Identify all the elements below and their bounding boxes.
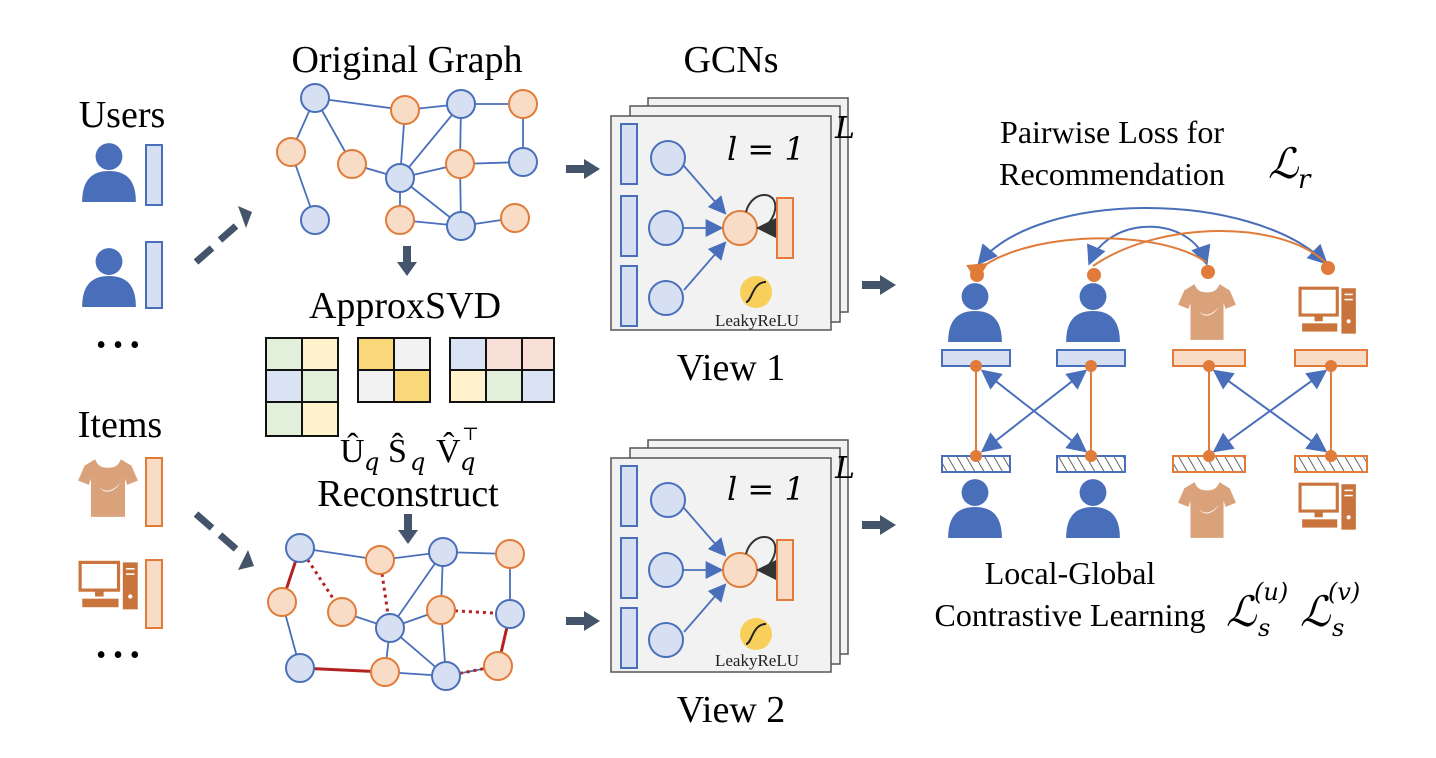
- svd-v-label: V̂ q ⊤: [436, 424, 479, 476]
- tshirt-icon: [78, 459, 138, 517]
- pairwise-loss-line1: Pairwise Loss for: [1000, 114, 1224, 150]
- sigmoid-icon: [740, 618, 772, 650]
- view1-label: View 1: [677, 347, 786, 389]
- view2-label: View 2: [677, 689, 786, 731]
- svd-s-label: Ŝ q: [388, 432, 425, 476]
- items-ellipsis: • • •: [96, 640, 139, 671]
- sigmoid-icon: [740, 276, 772, 308]
- gcn-input-bars-2: [620, 465, 638, 669]
- computer-icon: [1298, 482, 1358, 532]
- gcn-output-bar-2: [776, 539, 794, 601]
- self-loop-1: [745, 194, 777, 238]
- reconstruct-title: Reconstruct: [317, 473, 499, 515]
- embedding-dots: [970, 360, 1337, 462]
- approxsvd-title: ApproxSVD: [309, 285, 501, 327]
- arrow-view1-to-loss: [862, 275, 896, 295]
- user-icon: [1066, 479, 1120, 538]
- user-icon: [948, 479, 1002, 538]
- reconstructed-graph-nodes: [267, 533, 525, 691]
- local-embeddings: [941, 455, 1368, 473]
- users-ellipsis: • • •: [96, 330, 139, 361]
- svg-text:s: s: [1332, 614, 1344, 642]
- loss-su-symbol: ℒ s (u): [1226, 578, 1288, 642]
- svg-text:q: q: [410, 448, 425, 476]
- svg-text:q: q: [460, 448, 475, 476]
- layer-count-label-2: L: [834, 451, 855, 486]
- layer-index-label-1: l = 1: [727, 130, 805, 168]
- contrastive-cross-arrows: [980, 369, 1328, 453]
- user-embedding-bar: [145, 241, 163, 309]
- contrastive-line2: Contrastive Learning: [934, 597, 1205, 633]
- global-embeddings: [941, 349, 1368, 367]
- gcn-output-bar-1: [776, 197, 794, 259]
- svg-text:⊤: ⊤: [462, 424, 479, 444]
- arrow-to-view1: [566, 159, 600, 179]
- tshirt-icon: [1178, 284, 1236, 340]
- vertical-links: [975, 366, 1332, 456]
- layer-count-label-1: L: [834, 111, 855, 146]
- computer-icon: [1298, 286, 1358, 336]
- svg-text:ℒ: ℒ: [1300, 587, 1331, 636]
- svg-text:r: r: [1298, 165, 1312, 195]
- original-graph-title: Original Graph: [291, 39, 522, 81]
- contrastive-line1: Local-Global: [985, 555, 1156, 591]
- self-loop-2: [745, 536, 777, 580]
- user-embedding-bar: [145, 144, 163, 206]
- pairwise-loss-line2: Recommendation: [999, 156, 1225, 192]
- items-label: Items: [78, 404, 162, 446]
- original-graph-nodes: [276, 83, 538, 241]
- svd-matrix-s: [357, 337, 431, 403]
- svg-text:V̂: V̂: [436, 431, 461, 470]
- computer-icon: [78, 560, 140, 611]
- reconstructed-new-edges: [280, 547, 512, 678]
- gcns-title: GCNs: [683, 39, 778, 81]
- activation-label-2: LeakyReLU: [715, 651, 799, 670]
- gcn-aggregation-edges-1: [683, 165, 727, 291]
- svg-text:ℒ: ℒ: [1268, 139, 1299, 188]
- svg-text:Ŝ: Ŝ: [388, 432, 407, 470]
- gcn-target-node-1: [722, 210, 758, 246]
- gcn-aggregation-edges-2: [683, 507, 727, 633]
- gcn-neighbor-nodes-1: [648, 140, 686, 316]
- svd-u-label: Û q: [340, 432, 379, 476]
- reconstructed-graph: [281, 547, 511, 677]
- svg-text:q: q: [364, 448, 379, 476]
- users-label: Users: [79, 94, 166, 136]
- user-icon: [82, 248, 136, 307]
- svg-text:(v): (v): [1328, 578, 1360, 606]
- pairwise-arcs: [966, 207, 1328, 283]
- tshirt-icon: [1178, 482, 1236, 538]
- svg-text:s: s: [1258, 614, 1270, 642]
- svd-matrix-u: [265, 337, 339, 437]
- layer-index-label-2: l = 1: [727, 470, 805, 508]
- loss-r-symbol: ℒ r: [1268, 139, 1312, 195]
- svg-text:Û: Û: [340, 432, 365, 470]
- loss-sv-symbol: ℒ s (v): [1300, 578, 1360, 642]
- svd-down-arrow: [397, 246, 417, 276]
- svd-matrix-v: [449, 337, 555, 403]
- item-embedding-bar: [145, 457, 163, 527]
- svg-text:(u): (u): [1254, 578, 1288, 606]
- gcn-target-node-2: [722, 552, 758, 588]
- user-icon: [948, 283, 1002, 342]
- item-embedding-bar: [145, 559, 163, 629]
- gcn-neighbor-nodes-2: [648, 482, 686, 658]
- user-icon: [1066, 283, 1120, 342]
- svg-text:ℒ: ℒ: [1226, 587, 1257, 636]
- flow-arrow-to-original: [193, 206, 252, 265]
- activation-label-1: LeakyReLU: [715, 311, 799, 330]
- gcn-input-bars-1: [620, 123, 638, 327]
- user-icon: [82, 143, 136, 202]
- reconstruct-down-arrow: [398, 514, 418, 544]
- arrow-to-view2: [566, 611, 600, 631]
- top-dots: [970, 261, 1335, 282]
- flow-arrow-to-reconstruct: [193, 511, 254, 570]
- arrow-view2-to-loss: [862, 515, 896, 535]
